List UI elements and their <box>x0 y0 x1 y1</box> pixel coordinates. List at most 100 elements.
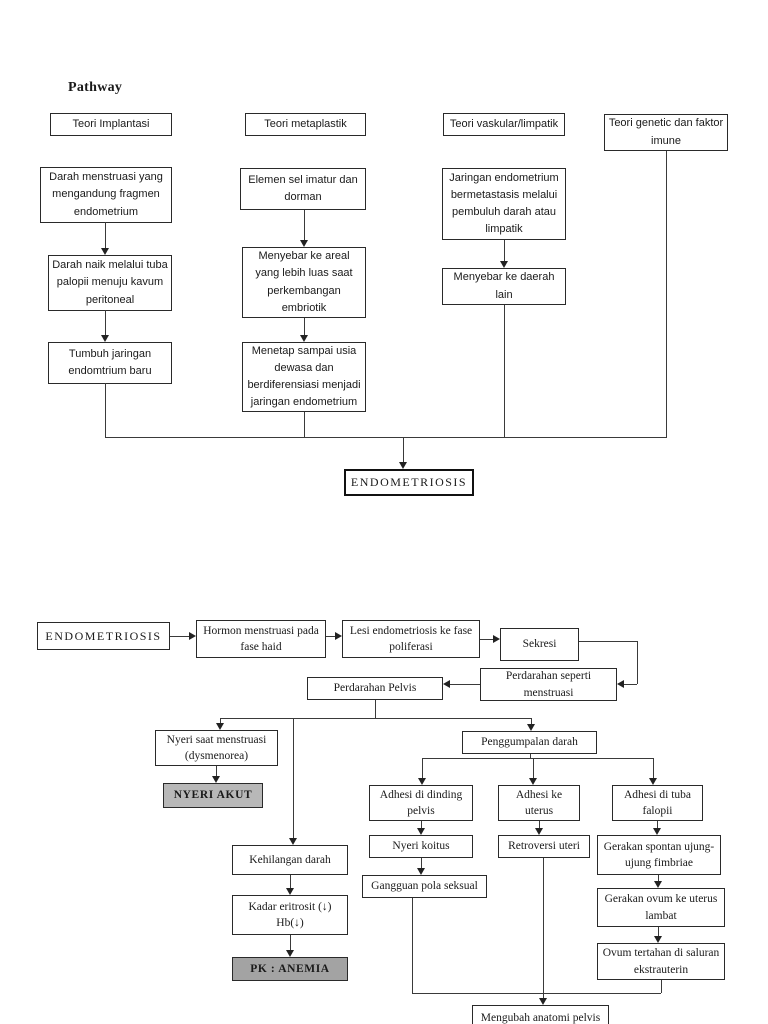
connector-line <box>293 718 294 838</box>
arrow-head <box>189 632 196 640</box>
connector-line <box>653 758 654 779</box>
node-tumbuh-jaringan: Tumbuh jaringan endomtrium baru <box>48 342 172 384</box>
arrow-head <box>335 632 342 640</box>
arrow-head <box>653 828 661 835</box>
node-menetap: Menetap sampai usia dewasa dan berdifere… <box>242 342 366 412</box>
arrow-head <box>527 724 535 731</box>
connector-line <box>220 718 531 719</box>
node-adhesi-tuba: Adhesi di tuba falopii <box>612 785 703 821</box>
connector-line <box>216 766 217 777</box>
arrow-head <box>500 261 508 268</box>
connector-line <box>422 758 423 779</box>
node-perdarahan-pelvis: Perdarahan Pelvis <box>307 677 443 700</box>
node-mengubah-anatomi: Mengubah anatomi pelvis <box>472 1005 609 1024</box>
node-teori-metaplastik: Teori metaplastik <box>245 113 366 136</box>
arrow-head <box>535 828 543 835</box>
connector-line <box>304 210 305 240</box>
arrow-head <box>399 462 407 469</box>
connector-line <box>504 305 505 438</box>
arrow-head <box>289 838 297 845</box>
arrow-head <box>417 868 425 875</box>
node-endometriosis-top: ENDOMETRIOSIS <box>344 469 474 496</box>
arrow-head <box>418 778 426 785</box>
arrow-head <box>286 950 294 957</box>
connector-line <box>375 700 376 718</box>
connector-line <box>533 758 534 779</box>
node-penggumpalan: Penggumpalan darah <box>462 731 597 754</box>
arrow-head <box>493 635 500 643</box>
connector-line <box>480 639 493 640</box>
connector-line <box>658 875 659 882</box>
node-teori-vaskular: Teori vaskular/limpatik <box>443 113 565 136</box>
node-nyeri-saat: Nyeri saat menstruasi (dysmenorea) <box>155 730 278 766</box>
node-gerakan-ovum: Gerakan ovum ke uterus lambat <box>597 888 725 927</box>
node-darah-naik: Darah naik melalui tuba palopii menuju k… <box>48 255 172 311</box>
node-ovum-tertahan: Ovum tertahan di saluran ekstrauterin <box>597 943 725 980</box>
connector-line <box>412 993 661 994</box>
arrow-head <box>417 828 425 835</box>
arrow-head <box>300 240 308 247</box>
node-teori-implantasi: Teori Implantasi <box>50 113 172 136</box>
arrow-head <box>300 335 308 342</box>
arrow-head <box>101 335 109 342</box>
node-adhesi-dinding: Adhesi di dinding pelvis <box>369 785 473 821</box>
connector-line <box>539 821 540 829</box>
node-perdarahan-seperti: Perdarahan seperti menstruasi <box>480 668 617 701</box>
node-retroversi: Retroversi uteri <box>498 835 590 858</box>
node-pk-anemia: PK : ANEMIA <box>232 957 348 981</box>
page-title: Pathway <box>68 80 123 95</box>
connector-line <box>666 151 667 438</box>
connector-line <box>105 437 667 438</box>
connector-line <box>657 821 658 829</box>
connector-line <box>290 935 291 951</box>
node-jaringan-endometrium: Jaringan endometrium bermetastasis melal… <box>442 168 566 240</box>
arrow-head <box>539 998 547 1005</box>
node-menyebar-areal: Menyebar ke areal yang lebih luas saat p… <box>242 247 366 318</box>
connector-line <box>623 684 637 685</box>
arrow-head <box>101 248 109 255</box>
connector-line <box>304 318 305 335</box>
node-nyeri-koitus: Nyeri koitus <box>369 835 473 858</box>
connector-line <box>105 310 106 335</box>
connector-line <box>105 222 106 248</box>
node-adhesi-uterus: Adhesi ke uterus <box>498 785 580 821</box>
connector-line <box>421 821 422 829</box>
node-endometriosis-bottom: ENDOMETRIOSIS <box>37 622 170 650</box>
connector-line <box>421 858 422 868</box>
connector-line <box>543 858 544 999</box>
arrow-head <box>654 936 662 943</box>
connector-line <box>530 754 531 759</box>
connector-line <box>449 684 480 685</box>
arrow-head <box>649 778 657 785</box>
node-lesi: Lesi endometriosis ke fase poliferasi <box>342 620 480 658</box>
arrow-head <box>654 881 662 888</box>
node-darah-menstruasi: Darah menstruasi yang mengandung fragmen… <box>40 167 172 223</box>
connector-line <box>170 636 189 637</box>
node-gerakan-spontan: Gerakan spontan ujung-ujung fimbriae <box>597 835 721 875</box>
connector-line <box>531 718 532 725</box>
connector-line <box>105 383 106 438</box>
connector-line <box>504 240 505 261</box>
node-menyebar-daerah: Menyebar ke daerah lain <box>442 268 566 305</box>
node-sekresi: Sekresi <box>500 628 579 661</box>
connector-line <box>661 980 662 993</box>
arrow-head <box>216 723 224 730</box>
arrow-head <box>529 778 537 785</box>
connector-line <box>412 898 413 993</box>
connector-line <box>220 718 221 724</box>
arrow-head <box>443 680 450 688</box>
connector-line <box>422 758 653 759</box>
node-gangguan-pola: Gangguan pola seksual <box>362 875 487 898</box>
connector-line <box>658 927 659 937</box>
node-teori-genetic: Teori genetic dan faktor imune <box>604 114 728 151</box>
arrow-head <box>212 776 220 783</box>
node-hormon: Hormon menstruasi pada fase haid <box>196 620 326 658</box>
node-kehilangan-darah: Kehilangan darah <box>232 845 348 875</box>
node-elemen-sel: Elemen sel imatur dan dorman <box>240 168 366 210</box>
node-kadar-eritrosit: Kadar eritrosit (↓) Hb(↓) <box>232 895 348 935</box>
connector-line <box>326 636 335 637</box>
node-nyeri-akut: NYERI AKUT <box>163 783 263 808</box>
arrow-head <box>617 680 624 688</box>
connector-line <box>290 875 291 889</box>
